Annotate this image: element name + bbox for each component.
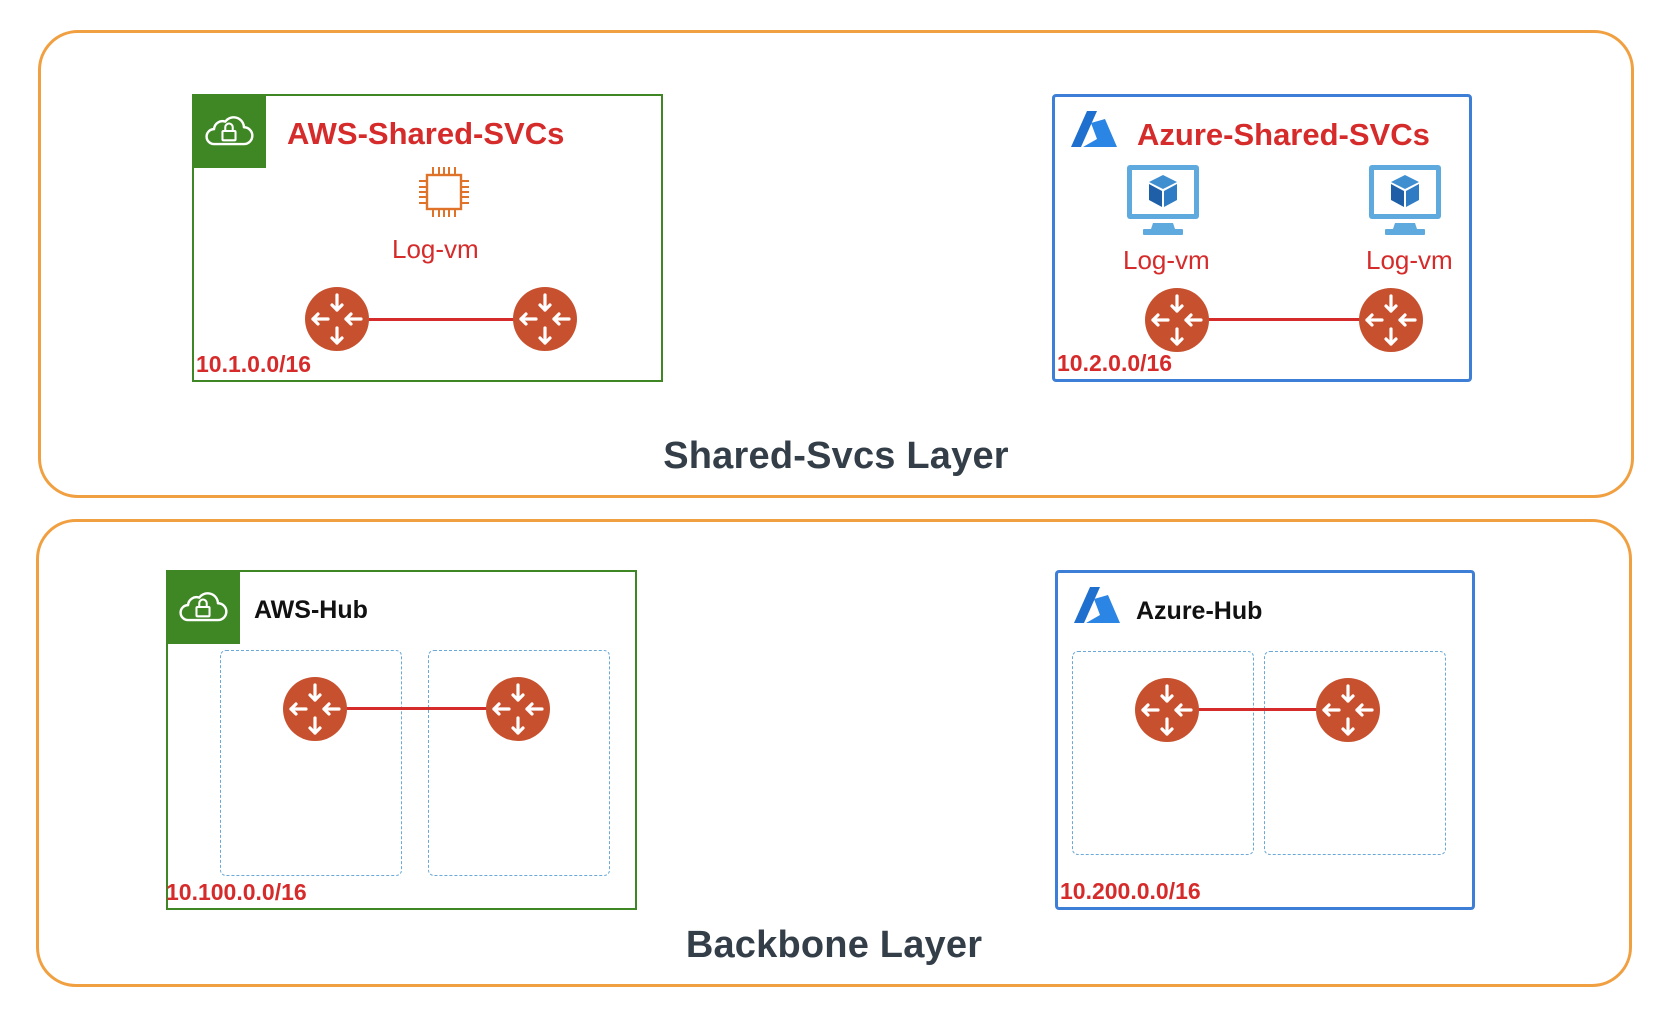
azure-shared-router-link [1175,318,1389,321]
router-icon[interactable] [1134,677,1200,743]
azure-log-vm-label-2: Log-vm [1366,245,1453,275]
router-icon[interactable] [1358,287,1424,353]
aws-shared-cidr: 10.1.0.0/16 [196,351,312,377]
azure-hub-cidr: 10.200.0.0/16 [1060,878,1201,904]
cloud-lock-icon [175,588,231,626]
aws-vpc-badge [166,570,240,644]
aws-hub-subnet-1 [220,650,402,876]
aws-hub-vpc[interactable]: AWS-Hub 10.100.0.0/16 [166,570,637,910]
backbone-layer-label: Backbone Layer [685,924,983,966]
aws-shared-svcs-vpc[interactable]: AWS-Shared-SVCs Log-vm 10.1.0.0/16 [192,94,663,382]
aws-hub-cidr: 10.100.0.0/16 [166,879,307,905]
router-icon[interactable] [485,676,551,742]
aws-hub-title: AWS-Hub [254,596,368,624]
aws-vpc-badge [192,94,266,168]
shared-svcs-layer-label: Shared-Svcs Layer [663,435,1009,477]
router-icon[interactable] [1144,287,1210,353]
azure-shared-svcs-vnet[interactable]: Azure-Shared-SVCs Log-vm Log-vm 10.2.0.0… [1052,94,1472,382]
monitor-cube-icon[interactable] [1367,163,1443,237]
monitor-cube-icon[interactable] [1125,163,1201,237]
aws-log-vm-label: Log-vm [392,234,479,264]
azure-logo-icon [1070,585,1122,625]
azure-hub-vnet[interactable]: Azure-Hub 10.200.0.0/16 [1055,570,1475,910]
azure-logo-icon [1067,109,1119,149]
azure-hub-subnet-1 [1072,651,1254,855]
router-icon[interactable] [282,676,348,742]
azure-shared-svcs-title: Azure-Shared-SVCs [1137,117,1430,152]
router-icon[interactable] [512,286,578,352]
router-icon[interactable] [1315,677,1381,743]
azure-shared-cidr: 10.2.0.0/16 [1057,350,1173,376]
router-icon[interactable] [304,286,370,352]
chip-icon[interactable] [416,164,472,220]
cloud-lock-icon [201,112,257,150]
aws-hub-router-link [316,707,524,710]
azure-hub-router-link [1168,708,1352,711]
azure-hub-subnet-2 [1264,651,1446,855]
azure-log-vm-label-1: Log-vm [1123,245,1210,275]
aws-hub-subnet-2 [428,650,610,876]
azure-hub-title: Azure-Hub [1136,597,1263,625]
aws-shared-svcs-title: AWS-Shared-SVCs [287,116,565,151]
aws-shared-router-link [356,318,566,321]
